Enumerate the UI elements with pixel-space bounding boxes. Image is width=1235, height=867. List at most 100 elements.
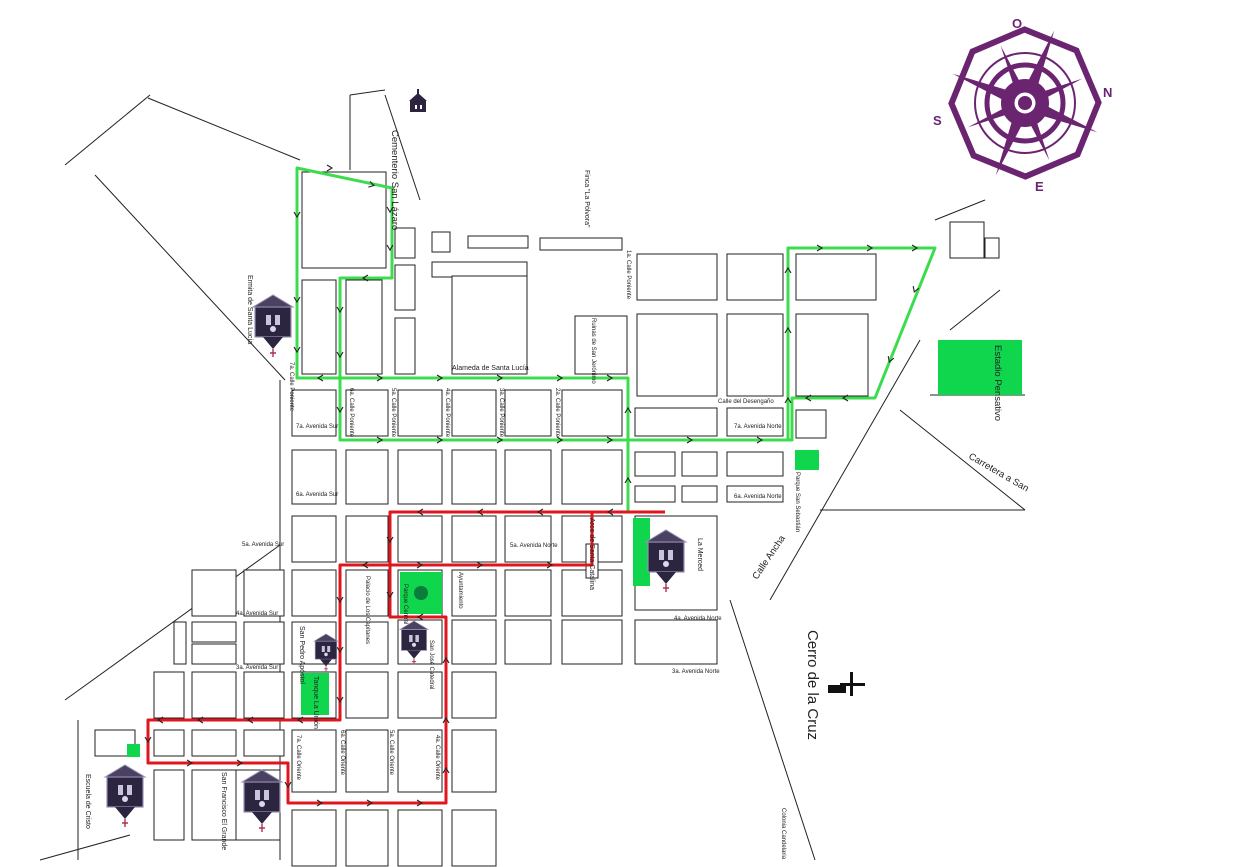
label-c6-pte: 6a. Calle Poniente (348, 388, 354, 438)
city-block (681, 485, 718, 503)
route-arrow (784, 266, 792, 274)
city-block (636, 313, 718, 397)
route-arrow (336, 406, 344, 414)
city-block (191, 729, 237, 757)
label-c7-ote: 7a. Calle Oriente (295, 735, 301, 781)
label-carretera: Carretera a San (967, 451, 1031, 494)
catedral-church-icon (398, 620, 430, 665)
route-arrow (156, 716, 164, 724)
san-pedro-church-icon (312, 633, 340, 672)
parks (127, 340, 1022, 757)
city-block (291, 389, 337, 437)
route-arrow (784, 326, 792, 334)
merced-church-icon (644, 529, 688, 592)
city-block (345, 729, 389, 793)
city-block (451, 515, 497, 563)
label-alameda: Alameda de Santa Lucía (452, 365, 529, 372)
city-block (243, 621, 285, 665)
label-av3-sur: 3a. Avenida Sur (236, 665, 278, 671)
label-palacio: Palacio de Los Capitanes (364, 576, 370, 644)
route-arrow (887, 356, 895, 363)
route-arrow (496, 374, 504, 382)
label-av5-nte: 5a. Avenida Norte (510, 543, 558, 549)
label-ermita: Ermita de Santa Lucía (246, 275, 253, 344)
label-cementerio: Cementerio San Lázaro (389, 130, 400, 230)
parque-central-fountain (414, 586, 428, 600)
route-arrow (804, 394, 812, 402)
label-estadio: Estadio Pensativo (992, 345, 1003, 421)
city-block (561, 619, 623, 665)
city-block (173, 621, 187, 665)
city-block (726, 451, 784, 477)
city-block (634, 407, 718, 437)
city-block (634, 451, 676, 477)
city-block (634, 485, 676, 503)
label-san-francisco: San Francisco El Grande (220, 772, 227, 850)
route-arrow (416, 508, 424, 516)
route-arrow (606, 508, 614, 516)
label-c4-pte: 4a. Calle Poniente (444, 388, 450, 438)
tanque-square (301, 673, 329, 715)
route-arrow (336, 351, 344, 359)
city-block (191, 769, 237, 841)
route-arrows (144, 164, 920, 807)
label-c6-ote: 6a. Calle Oriente (339, 730, 345, 776)
cross-icon (828, 672, 865, 696)
route-arrow (476, 508, 484, 516)
city-block (243, 569, 285, 617)
route-arrow (866, 244, 874, 252)
city-block (504, 449, 552, 505)
route-arrow (296, 716, 304, 724)
route-arrow (442, 656, 450, 664)
route-arrow (784, 396, 792, 404)
route-arrow (911, 244, 919, 252)
city-block (153, 729, 185, 757)
label-parque-sebastian: Parque San Sebastián (794, 472, 800, 532)
route-arrow (436, 436, 444, 444)
route-arrow (361, 274, 369, 282)
route-arrow (293, 296, 301, 304)
label-c5-ote: 5a. Calle Oriente (388, 730, 394, 776)
city-block (984, 237, 1000, 259)
label-c2-pte: 2a. Calle Poniente (554, 388, 560, 438)
red-route (146, 510, 665, 805)
compass-letter-o: O (1012, 16, 1022, 31)
city-block (345, 621, 389, 665)
route-arrow (442, 716, 450, 724)
route-arrow (284, 781, 292, 789)
label-av6-nte: 6a. Avenida Norte (734, 494, 782, 500)
city-block (451, 275, 528, 375)
city-block (561, 389, 623, 437)
compass-octagon (948, 26, 1102, 180)
route-arrow (376, 374, 384, 382)
city-block (153, 671, 185, 719)
san-francisco-church-icon (240, 769, 284, 832)
city-block (291, 729, 337, 793)
label-c3-pte: 3a. Calle Poniente (498, 388, 504, 438)
label-av4-sur: 4a. Avenida Sur (236, 611, 278, 617)
city-block (451, 671, 497, 719)
city-block (431, 231, 451, 253)
route-arrow (556, 436, 564, 444)
city-block (243, 671, 285, 719)
city-block (397, 729, 443, 793)
label-merced: La Merced (696, 538, 703, 571)
label-san-pedro: San Pedro Apóstol (298, 626, 305, 684)
route-arrow (606, 374, 614, 382)
city-block (397, 515, 443, 563)
church-icons (103, 294, 688, 832)
route-arrow (416, 561, 424, 569)
label-c4-ote: 4a. Calle Oriente (434, 735, 440, 781)
route-arrow (336, 596, 344, 604)
city-block (397, 671, 443, 719)
route-arrow (144, 736, 152, 744)
city-block (949, 221, 985, 259)
route-arrow (606, 436, 614, 444)
parque-sebastian-square (795, 450, 819, 470)
city-block (153, 769, 185, 841)
city-block (539, 237, 623, 251)
city-block (191, 671, 237, 719)
outer-roads (39, 89, 1026, 861)
label-av5-sur: 5a. Avenida Sur (242, 542, 284, 548)
route-arrow (416, 613, 424, 621)
